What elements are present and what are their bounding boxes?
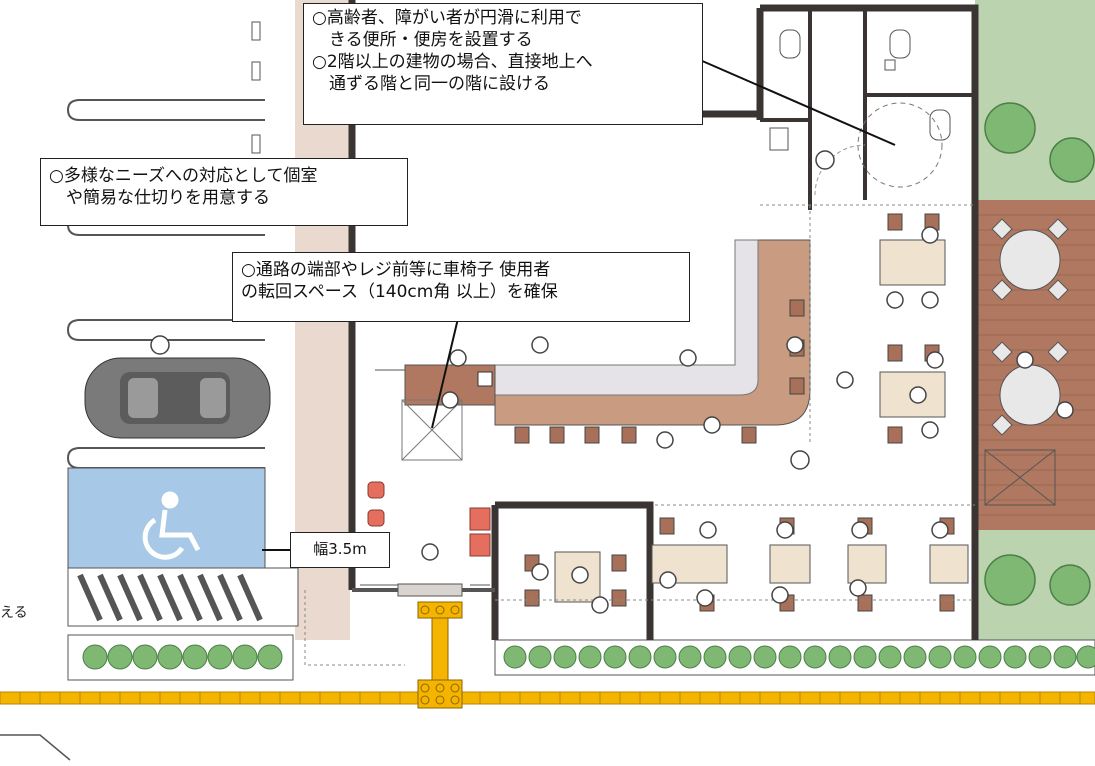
width-label: 幅3.5m xyxy=(290,532,390,568)
callout-private-room-line-2: や簡易な仕切りを用意する xyxy=(49,188,270,208)
wheelchair-symbol-icon xyxy=(142,491,201,560)
tree-icon xyxy=(503,645,1095,669)
callout-toilet-line-1: ○高齢者、障がい者が円滑に利用で xyxy=(312,8,582,28)
callout-wheelchair-line-2: の転回スペース（140cm角 以上）を確保 xyxy=(241,282,558,302)
tactile-paving-band xyxy=(0,691,1095,705)
waiting-seats xyxy=(367,481,491,557)
tactile-guide-path xyxy=(417,601,463,709)
dining-table-2 xyxy=(879,344,946,444)
person-figures xyxy=(150,150,1074,614)
window-tables xyxy=(651,544,969,584)
callout-toilet-line-2: きる便所・便房を設置する xyxy=(312,30,533,50)
terrace-table-2 xyxy=(991,341,1069,436)
wheelchair-turning-circle xyxy=(857,102,943,188)
callout-private-room-line-1: ○多様なニーズへの対応として個室 xyxy=(49,166,318,186)
tactile-paving-joints xyxy=(19,692,1081,704)
turning-space-register xyxy=(401,399,463,461)
dining-table-1 xyxy=(879,213,946,286)
edge-text-fragment: える xyxy=(0,605,28,621)
tree-icon xyxy=(984,102,1095,606)
entrance-doors xyxy=(360,583,490,597)
callout-toilet-requirements: ○高齢者、障がい者が円滑に利用で きる便所・便房を設置する ○2階以上の建物の場… xyxy=(303,3,703,125)
callout-toilet-line-3: ○2階以上の建物の場合、直接地上へ xyxy=(312,52,593,72)
callout-private-room: ○多様なニーズへの対応として個室 や簡易な仕切りを用意する xyxy=(40,158,408,226)
restroom-block xyxy=(760,8,975,210)
terrace-doorway-x xyxy=(984,449,1056,506)
hatch-lines xyxy=(77,573,263,622)
road-edge xyxy=(0,734,71,761)
service-counter xyxy=(404,239,811,426)
car-icon xyxy=(84,357,271,439)
callout-toilet-line-4: 通ずる階と同一の階に設ける xyxy=(312,74,550,94)
restroom-door-swing xyxy=(814,144,866,196)
partition-lines xyxy=(304,204,975,666)
callout-wheelchair-line-1: ○通路の端部やレジ前等に車椅子 使用者 xyxy=(241,260,551,280)
dashed-outline xyxy=(375,369,406,400)
width-label-text: 幅3.5m xyxy=(313,540,367,558)
tree-icon xyxy=(82,644,283,670)
callout-wheelchair-space: ○通路の端部やレジ前等に車椅子 使用者 の転回スペース（140cm角 以上）を確… xyxy=(232,252,690,322)
callout-pointers xyxy=(262,59,896,551)
terrace-table-1 xyxy=(991,218,1069,301)
toilet-fixtures xyxy=(769,29,951,151)
tactile-dots xyxy=(420,605,460,705)
